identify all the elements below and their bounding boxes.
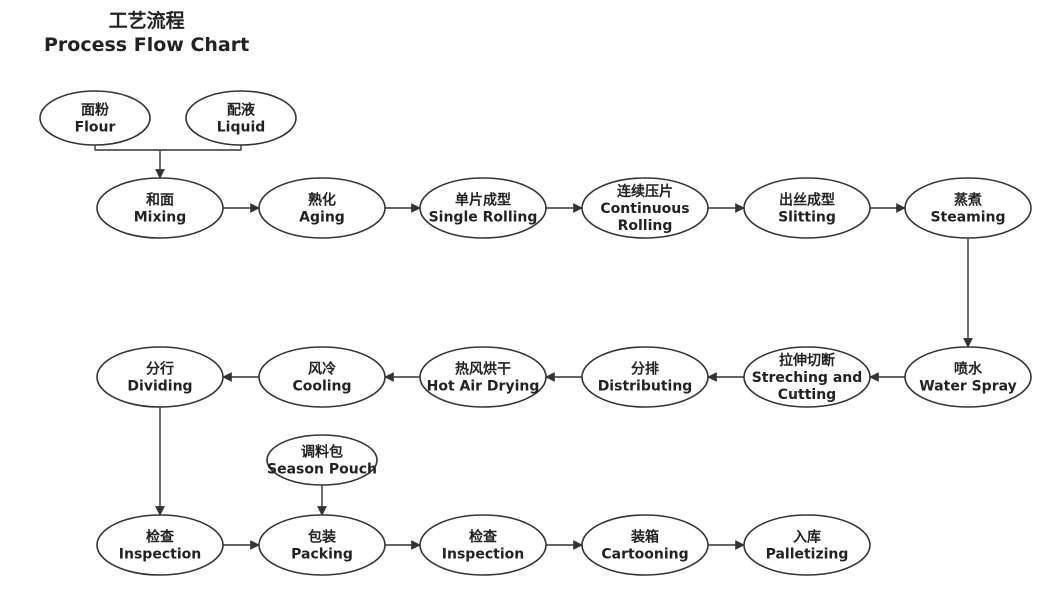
node-shape xyxy=(743,177,871,239)
node-label: 包装 xyxy=(308,529,337,546)
node-shape xyxy=(904,346,1032,408)
node-label: Streching and xyxy=(752,370,863,386)
node-shape xyxy=(581,346,709,408)
node-label: Mixing xyxy=(134,210,187,226)
node-shape xyxy=(743,346,871,408)
node-label: Rolling xyxy=(618,218,673,234)
node-shape xyxy=(39,90,151,146)
node-label: Continuous xyxy=(600,201,689,217)
node-shape xyxy=(419,177,547,239)
node-label: 装箱 xyxy=(630,529,659,546)
node-label: 配液 xyxy=(227,102,256,119)
node-label: 调料包 xyxy=(301,444,343,461)
node-shape xyxy=(258,177,386,239)
node-label: 和面 xyxy=(146,193,174,209)
node-label: Packing xyxy=(291,547,353,563)
node-shape xyxy=(419,346,547,408)
node-shape xyxy=(581,177,709,239)
node-shape xyxy=(96,177,224,239)
node-label: 拉伸切断 xyxy=(779,352,835,369)
node-label: 蒸煮 xyxy=(954,192,982,209)
node-shape xyxy=(904,177,1032,239)
edges xyxy=(94,145,973,550)
title-english: Process Flow Chart xyxy=(44,34,250,56)
node-shape xyxy=(96,514,224,576)
node-label: 熟化 xyxy=(308,192,336,209)
node-label: Palletizing xyxy=(766,547,849,563)
node-label: Cutting xyxy=(778,387,836,403)
node-label: 检查 xyxy=(469,529,498,546)
node-label: Inspection xyxy=(442,547,524,563)
node-label: 入库 xyxy=(793,529,821,546)
node-shape xyxy=(419,514,547,576)
node-label: Liquid xyxy=(217,120,266,136)
node-label: Slitting xyxy=(778,210,836,226)
node-label: 面粉 xyxy=(81,102,109,119)
node-label: 检查 xyxy=(146,529,175,546)
node-label: Cartooning xyxy=(601,547,688,563)
title-chinese: 工艺流程 xyxy=(108,10,185,32)
node-shape xyxy=(266,434,378,486)
node-shape xyxy=(96,346,224,408)
chart-title: 工艺流程 Process Flow Chart xyxy=(44,9,249,57)
node-label: 出丝成型 xyxy=(779,192,835,209)
node-label: 分行 xyxy=(146,361,174,378)
node-label: 热风烘干 xyxy=(455,361,511,378)
node-label: Water Spray xyxy=(919,379,1017,395)
node-shape xyxy=(258,514,386,576)
node-label: 风冷 xyxy=(308,361,336,378)
node-label: 分排 xyxy=(631,361,659,378)
node-label: 连续压片 xyxy=(617,183,673,200)
node-shape xyxy=(581,514,709,576)
node-shape xyxy=(185,90,297,146)
node-label: Aging xyxy=(299,210,345,226)
node-label: Season Pouch xyxy=(267,462,377,478)
node-label: 喷水 xyxy=(954,361,983,378)
node-shape xyxy=(743,514,871,576)
node-label: Cooling xyxy=(292,379,351,395)
node-label: 单片成型 xyxy=(455,192,511,209)
node-label: Hot Air Drying xyxy=(427,379,540,395)
node-label: Dividing xyxy=(127,379,192,395)
node-label: Distributing xyxy=(598,379,693,395)
node-label: Inspection xyxy=(119,547,201,563)
node-label: Flour xyxy=(75,120,116,136)
node-label: Steaming xyxy=(930,210,1005,226)
node-label: Single Rolling xyxy=(429,210,538,226)
node-shape xyxy=(258,346,386,408)
